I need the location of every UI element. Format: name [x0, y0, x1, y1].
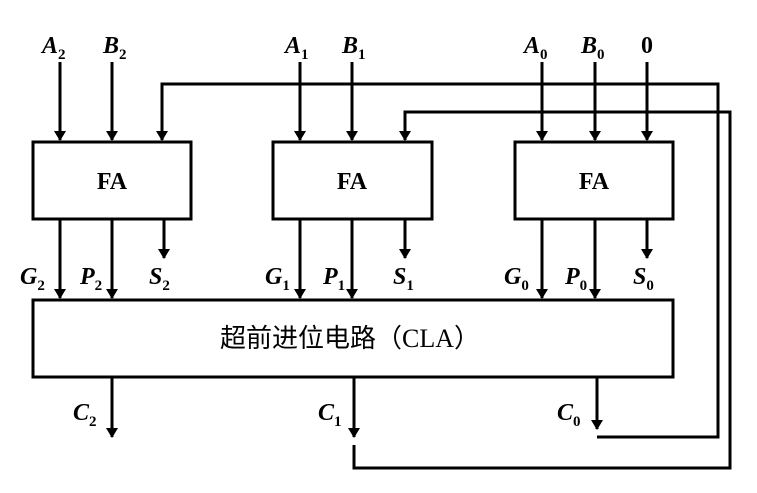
- fa-label: FA: [97, 169, 128, 195]
- s0-label: S0: [633, 264, 654, 294]
- cla-block: 超前进位电路（CLA）: [31, 298, 675, 379]
- carry-in-label: 0: [641, 33, 653, 59]
- a0-label: A0: [522, 33, 548, 63]
- fa-label: FA: [337, 169, 368, 195]
- c2-label: C2: [73, 400, 97, 430]
- c2-feedback-wire: [156, 82, 720, 439]
- c1-feedback-wire: [352, 110, 732, 470]
- p0-label: P0: [564, 264, 587, 294]
- b0-label: B0: [580, 33, 605, 63]
- b1-label: B1: [341, 33, 366, 63]
- g2-label: G2: [20, 264, 45, 294]
- fa-label: FA: [579, 169, 610, 195]
- g1-label: G1: [265, 264, 290, 294]
- p1-label: P1: [322, 264, 345, 294]
- full-adder-1: FA: [271, 140, 434, 221]
- g0-label: G0: [504, 264, 529, 294]
- c0-label: C0: [557, 400, 581, 430]
- c1-label: C1: [318, 400, 342, 430]
- a2-label: A2: [40, 33, 66, 63]
- cla-label: 超前进位电路（CLA）: [220, 324, 480, 353]
- full-adder-2: FA: [31, 140, 193, 221]
- s2-label: S2: [149, 264, 170, 294]
- s1-label: S1: [393, 264, 414, 294]
- a1-label: A1: [283, 33, 309, 63]
- b2-label: B2: [102, 33, 127, 63]
- p2-label: P2: [79, 264, 102, 294]
- full-adder-0: FA: [513, 140, 675, 221]
